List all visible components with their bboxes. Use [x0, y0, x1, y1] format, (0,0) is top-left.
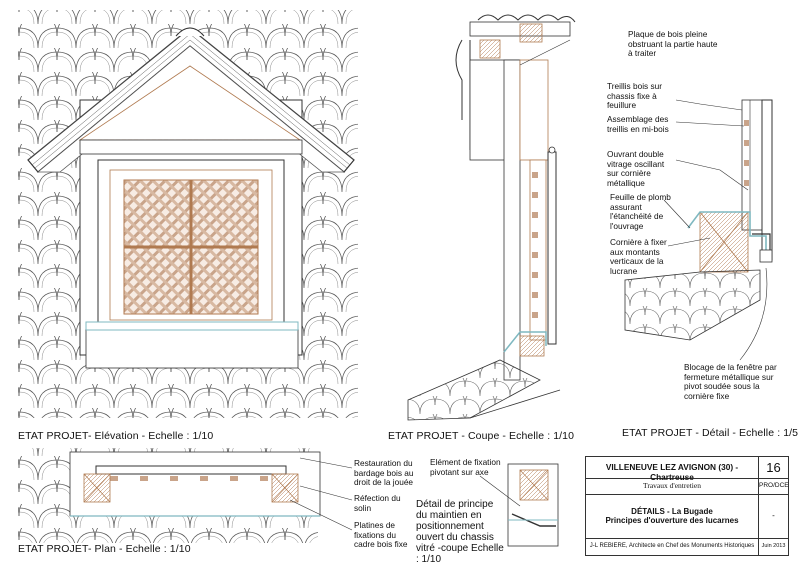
plan-drawing	[18, 448, 353, 543]
annotation-feuille: Feuille de plomb assurant l'étanchéité d…	[610, 192, 671, 231]
annotation-platines: Platines de fixations du cadre bois fixe	[354, 520, 408, 549]
annotation-fixation: Elément de fixation pivotant sur axe	[430, 457, 501, 477]
caption-elevation: ETAT PROJET- Elévation - Echelle : 1/10	[18, 430, 214, 442]
annotation-assemblage: Assemblage des treillis en mi-bois	[607, 114, 669, 134]
detail-principe-label: Détail de principe du maintien en positi…	[416, 499, 504, 565]
annotation-blocage: Blocage de la fenêtre par fermeture méta…	[684, 362, 777, 401]
elevation-drawing	[18, 10, 358, 418]
annotation-plaque: Plaque de bois pleine obstruant la parti…	[628, 29, 718, 58]
title-block-architect: J-L REBIERE, Architecte en Chef des Monu…	[586, 539, 759, 555]
annotation-ouvrant: Ouvrant double vitrage oscillant sur cor…	[607, 149, 665, 188]
annotation-refection: Réfection du solin	[354, 493, 401, 513]
title-block-details-title: DÉTAILS - La Bugade	[631, 507, 713, 516]
title-block: VILLENEUVE LEZ AVIGNON (30) - Chartreuse…	[585, 456, 789, 556]
title-block-phase: PRO/DCE	[759, 479, 789, 495]
caption-plan: ETAT PROJET- Plan - Echelle : 1/10	[18, 543, 191, 555]
annotation-treillis: Treillis bois sur chassis fixe à feuillu…	[607, 81, 663, 110]
title-block-sheet-number: 16	[759, 457, 788, 479]
title-block-project: VILLENEUVE LEZ AVIGNON (30) - Chartreuse	[586, 457, 759, 482]
annotation-restauration: Restauration du bardage bois au droit de…	[354, 458, 414, 487]
title-block-works: Travaux d'entretien	[586, 479, 759, 495]
title-block-date: Juin 2013	[761, 543, 786, 549]
title-block-details-subtitle: Principes d'ouverture des lucarnes	[605, 516, 739, 525]
annotation-corniere: Cornière à fixer aux montants verticaux …	[610, 237, 667, 276]
title-block-details: DÉTAILS - La Bugade Principes d'ouvertur…	[586, 495, 759, 539]
title-block-dash: -	[759, 495, 788, 539]
coupe-drawing	[407, 14, 576, 421]
pivot-detail-drawing	[479, 463, 559, 547]
caption-detail: ETAT PROJET - Détail - Echelle : 1/5	[622, 427, 799, 439]
detail-drawing	[624, 99, 773, 361]
caption-coupe: ETAT PROJET - Coupe - Echelle : 1/10	[388, 430, 575, 442]
